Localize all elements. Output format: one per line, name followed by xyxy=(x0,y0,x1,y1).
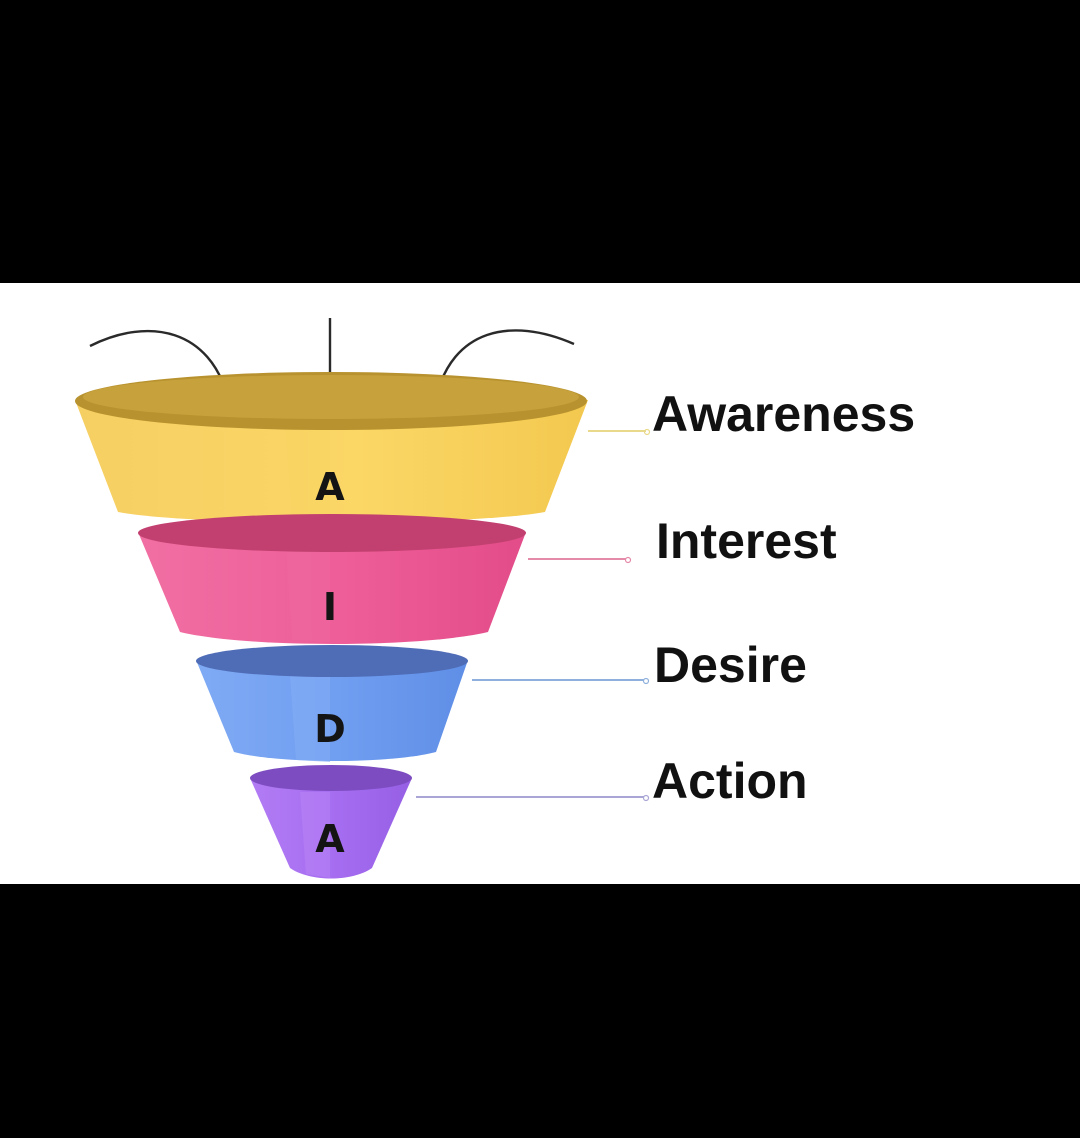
layer-letter-i: I xyxy=(323,585,337,629)
layer-letter-a1: A xyxy=(315,465,345,509)
layer-letter-d: D xyxy=(314,707,346,751)
layer-letter-a2: A xyxy=(315,817,345,861)
label-action: Action xyxy=(652,753,808,809)
label-desire: Desire xyxy=(654,637,807,693)
funnel-layer-desire: D xyxy=(196,645,468,762)
funnel-layer-action: A xyxy=(250,765,412,879)
label-interest: Interest xyxy=(656,513,837,569)
label-awareness: Awareness xyxy=(652,386,915,442)
funnel-layer-awareness: A xyxy=(75,372,588,523)
funnel-layer-interest: I xyxy=(138,514,526,644)
